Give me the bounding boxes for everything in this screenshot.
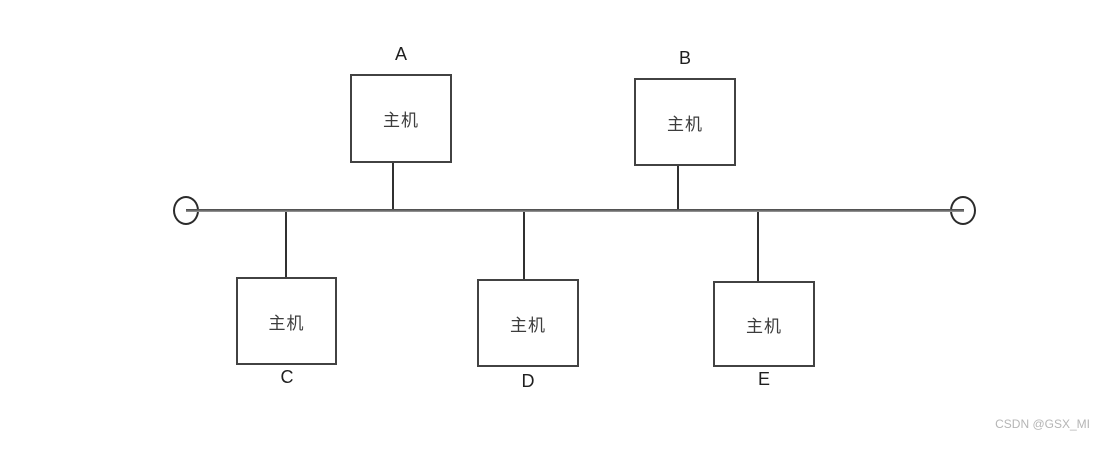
bus-line [186, 209, 964, 212]
host-box-c: 主机 [236, 277, 337, 365]
connector-host-d [523, 212, 525, 279]
host-box-b: 主机 [634, 78, 736, 166]
connector-host-b [677, 165, 679, 210]
connector-host-c [285, 212, 287, 277]
host-box-a: 主机 [350, 74, 452, 163]
host-box-c-text: 主机 [268, 313, 305, 333]
node-label-d: D [521, 371, 535, 391]
connector-host-e [757, 212, 759, 281]
connector-host-a [392, 163, 394, 210]
node-label-c: C [280, 367, 294, 387]
host-box-a-text: 主机 [383, 111, 419, 130]
node-label-a: A [394, 44, 407, 64]
host-box-d: 主机 [477, 279, 579, 367]
host-box-e: 主机 [713, 281, 815, 367]
host-box-b-text: 主机 [667, 114, 703, 134]
host-box-e-text: 主机 [746, 316, 782, 336]
node-label-e: E [757, 369, 770, 389]
host-box-d-text: 主机 [510, 315, 546, 335]
watermark-text: CSDN @GSX_MI [995, 417, 1090, 431]
node-label-b: B [678, 48, 691, 68]
